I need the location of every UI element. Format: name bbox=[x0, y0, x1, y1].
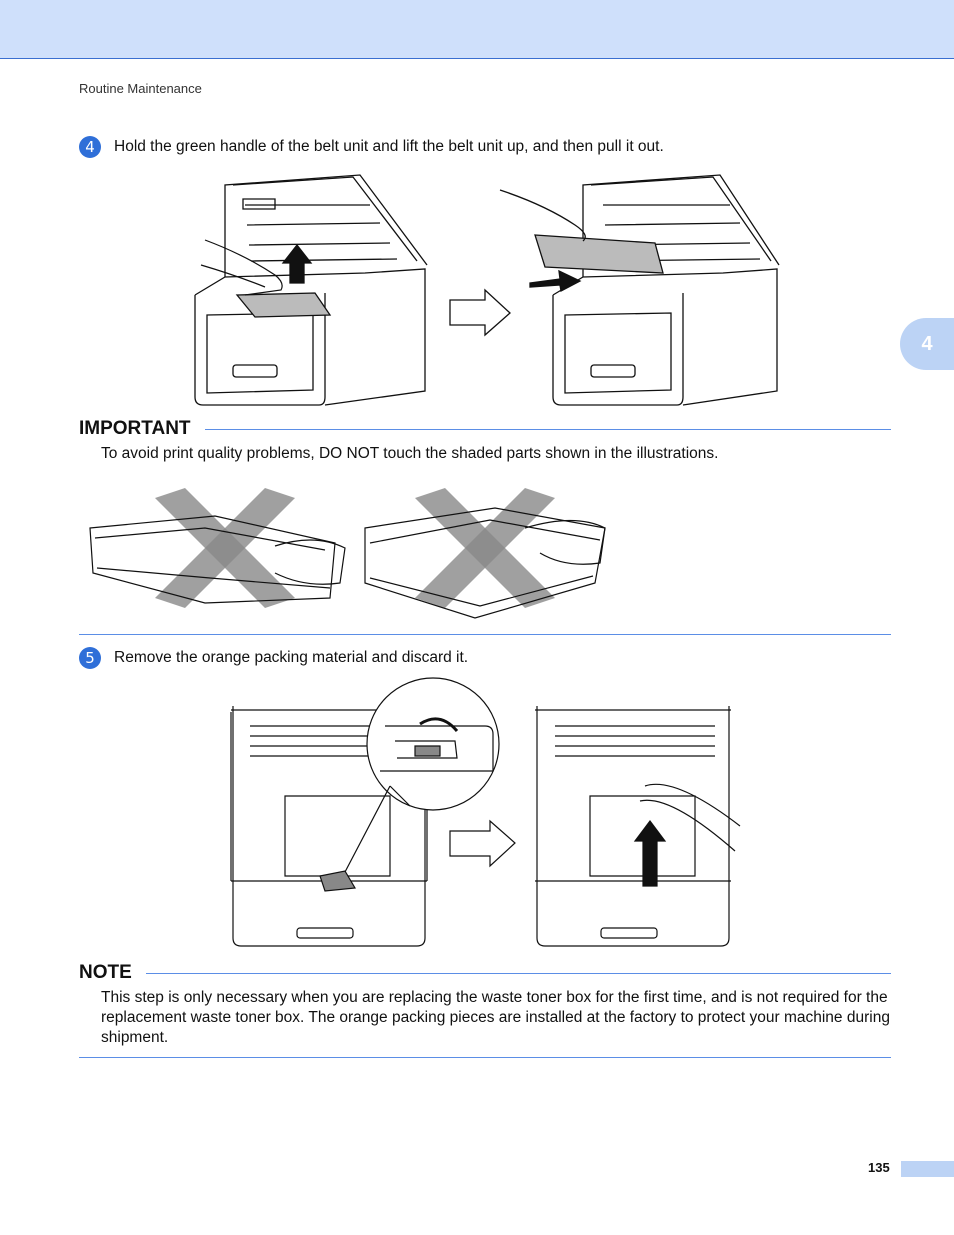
packing-material-illustration bbox=[230, 677, 741, 947]
page-number-bar bbox=[901, 1161, 954, 1177]
top-band bbox=[0, 0, 954, 59]
step-5: 5 Remove the orange packing material and… bbox=[79, 647, 468, 669]
step-text: Remove the orange packing material and d… bbox=[114, 649, 469, 666]
important-end-rule bbox=[79, 634, 891, 635]
rotate-arrow-icon bbox=[419, 717, 459, 732]
step-4: 4 Hold the green handle of the belt unit… bbox=[79, 136, 664, 158]
note-title: NOTE bbox=[79, 962, 132, 983]
arrow-up-icon bbox=[633, 820, 667, 887]
page-number: 135 bbox=[868, 1160, 890, 1175]
arrow-right-icon bbox=[449, 288, 511, 337]
heading-divider bbox=[204, 428, 891, 430]
step-number-badge: 5 bbox=[79, 647, 101, 669]
note-text: This step is only necessary when you are… bbox=[101, 989, 890, 1046]
belt-unit-removal-illustration bbox=[194, 174, 780, 406]
note-end-rule bbox=[79, 1057, 891, 1058]
cross-mark-icon bbox=[415, 488, 555, 608]
important-text: To avoid print quality problems, DO NOT … bbox=[101, 445, 719, 462]
step-text: Hold the green handle of the belt unit a… bbox=[114, 138, 664, 155]
important-title: IMPORTANT bbox=[79, 418, 191, 439]
shaded-parts-illustration bbox=[89, 488, 606, 619]
chapter-tab[interactable]: 4 bbox=[900, 318, 954, 370]
section-label: Routine Maintenance bbox=[79, 81, 202, 96]
cross-mark-icon bbox=[155, 488, 295, 608]
step-number-badge: 4 bbox=[79, 136, 101, 158]
heading-divider bbox=[145, 972, 891, 974]
note-heading-row: NOTE bbox=[79, 962, 891, 984]
important-heading-row: IMPORTANT bbox=[79, 418, 891, 440]
arrow-right-icon bbox=[449, 819, 516, 868]
